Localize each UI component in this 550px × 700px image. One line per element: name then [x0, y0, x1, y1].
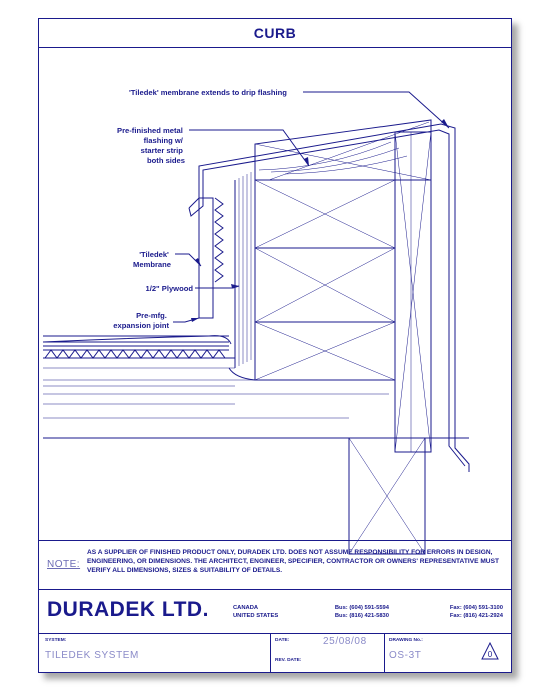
fax-usa: Fax: (816) 421-2924 [449, 613, 503, 619]
drawing-title: CURB [39, 19, 511, 48]
date-cell: DATE: 25/08/08 REV. DATE: [271, 634, 385, 672]
date-label: DATE: [275, 638, 290, 643]
system-value: TILEDEK SYSTEM [45, 650, 139, 661]
country-list: CANADA UNITED STATES [233, 604, 278, 620]
label-flashing: Pre-finished metal flashing w/ starter s… [117, 126, 185, 165]
fax-numbers: Fax: (604) 591-3100 Fax: (816) 421-2924 [403, 604, 503, 620]
curb-framing [254, 119, 432, 453]
label-tiledek-line: Membrane [133, 260, 171, 269]
joist [348, 437, 426, 555]
company-name: DURADEK LTD. [47, 598, 209, 621]
label-flashing-line: Pre-finished metal [117, 126, 183, 135]
roof-deck [43, 335, 469, 439]
drawing-sheet: CURB [38, 18, 512, 673]
expansion-joint-bellows [44, 349, 226, 359]
membrane-wave [214, 197, 224, 283]
bus-phone-canada: Bus: (604) 591-5594 [334, 605, 389, 611]
plywood-sheathing [228, 170, 256, 381]
label-flashing-line: flashing w/ [144, 136, 184, 145]
curb-detail-drawing: 'Tiledek' membrane extends to drip flash… [42, 88, 470, 555]
drawing-no-value: OS-3T [389, 650, 422, 661]
fax-canada: Fax: (604) 591-3100 [449, 605, 503, 611]
drawing-no-label: DRAWING No.: [389, 638, 423, 643]
bus-phone-usa: Bus: (816) 421-5830 [334, 613, 389, 619]
rev-date-label: REV. DATE: [275, 658, 302, 663]
label-flashing-line: both sides [147, 156, 185, 165]
system-cell: SYSTEM: TILEDEK SYSTEM [39, 634, 271, 672]
label-expansion-line: Pre-mfg. [136, 311, 167, 320]
title-block-info: SYSTEM: TILEDEK SYSTEM DATE: 25/08/08 RE… [39, 634, 511, 672]
cap-flashing [188, 123, 470, 472]
label-membrane-drip: 'Tiledek' membrane extends to drip flash… [129, 88, 287, 97]
company-block: DURADEK LTD. CANADA UNITED STATES Bus: (… [39, 590, 511, 634]
label-flashing-line: starter strip [141, 146, 184, 155]
counter-flashing [198, 197, 214, 319]
label-plywood: 1/2" Plywood [146, 284, 194, 293]
system-label: SYSTEM: [45, 638, 67, 643]
leader-lines [173, 91, 450, 323]
note-text: AS A SUPPLIER OF FINISHED PRODUCT ONLY, … [87, 549, 499, 575]
revision-triangle-icon: 0 [481, 642, 499, 660]
label-expansion-joint: Pre-mfg. expansion joint [113, 311, 169, 330]
date-value: 25/08/08 [323, 636, 367, 647]
label-tiledek-line: 'Tiledek' [139, 250, 169, 259]
revision-number: 0 [488, 650, 493, 659]
note-label: NOTE: [47, 559, 81, 570]
country-canada: CANADA [233, 605, 259, 611]
label-expansion-line: expansion joint [113, 321, 169, 330]
country-usa: UNITED STATES [233, 613, 279, 619]
label-tiledek-membrane: 'Tiledek' Membrane [133, 250, 171, 269]
disclaimer-note: NOTE: AS A SUPPLIER OF FINISHED PRODUCT … [39, 540, 511, 590]
bus-phones: Bus: (604) 591-5594 Bus: (816) 421-5830 [293, 604, 389, 620]
drawing-number-cell: DRAWING No.: OS-3T 0 [385, 634, 511, 672]
